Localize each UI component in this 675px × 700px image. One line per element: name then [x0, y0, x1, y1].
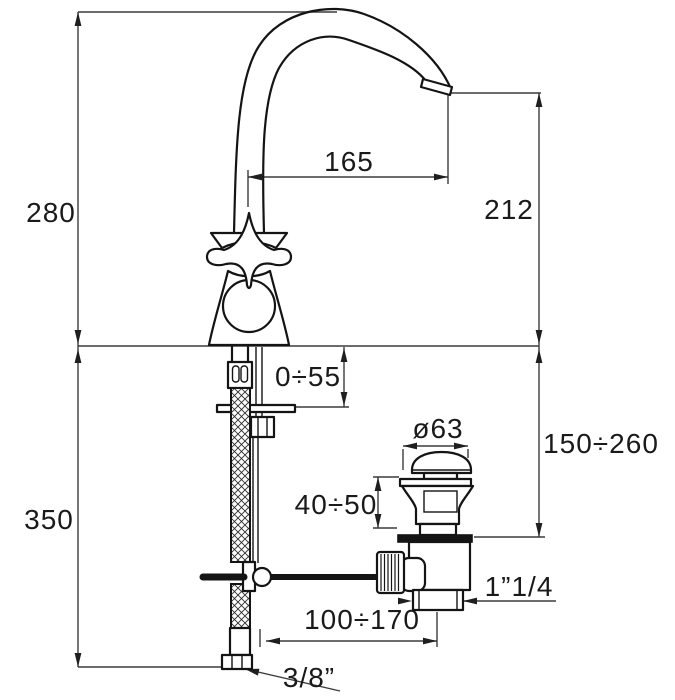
pop-up-rod-vertical — [252, 437, 259, 563]
dim-label-waste-depth: 150÷260 — [543, 428, 659, 459]
mounting-nut — [249, 415, 276, 439]
below-deck-assembly — [199, 345, 378, 671]
dim-spout-outlet-height: 212 — [451, 92, 543, 346]
braided-hose-upper — [230, 387, 251, 563]
dim-label-waste-thread: 1”1/4 — [485, 571, 554, 602]
rod-ball-joint — [251, 566, 273, 588]
dim-mounting-depth: 0÷55 — [275, 347, 349, 408]
waste-neck — [418, 522, 458, 537]
faucet-body — [205, 7, 454, 347]
waste-upper-body — [400, 484, 475, 526]
dim-waste-top-height: 40÷50 — [295, 476, 399, 529]
dim-spout-reach: 165 — [247, 95, 449, 207]
dim-label-waste-top-height: 40÷50 — [295, 489, 378, 520]
dim-label-supply-hose-length: 350 — [24, 504, 74, 535]
dim-rod-reach: 100÷170 — [259, 604, 438, 647]
dim-label-rod-reach: 100÷170 — [304, 604, 420, 635]
dim-label-overall-height: 280 — [26, 197, 76, 228]
dim-waste-thread: 1”1/4 — [398, 571, 556, 605]
waste-push-cap — [410, 450, 473, 475]
spout-outlet — [419, 77, 454, 97]
waste-tailpiece — [411, 588, 465, 612]
hose-bottom-fitting — [228, 626, 252, 657]
dim-waste-diameter: ø63 — [402, 413, 469, 470]
dim-supply-hose-length: 350 — [24, 346, 82, 667]
hose-top-fitting — [226, 360, 254, 390]
dim-waste-depth: 150÷260 — [474, 346, 659, 538]
dim-supply-thread: 3/8” — [244, 662, 341, 693]
dim-label-waste-diameter: ø63 — [412, 413, 463, 444]
cross-handle — [205, 211, 293, 290]
dim-label-spout-outlet-height: 212 — [484, 194, 534, 225]
knurled-knob — [375, 550, 406, 595]
dim-label-mounting-depth: 0÷55 — [275, 361, 341, 392]
faucet-shank — [230, 345, 250, 364]
waste-overflow-window — [423, 490, 458, 513]
spout-outer-curve — [232, 7, 453, 235]
hose-hex-nut — [220, 653, 254, 671]
dim-label-spout-reach: 165 — [324, 146, 374, 177]
dimension-lines: 280 350 165 212 — [24, 11, 659, 693]
dim-label-supply-thread: 3/8” — [283, 662, 335, 693]
mounting-washer — [215, 403, 297, 414]
dim-overall-height: 280 — [26, 12, 82, 346]
pop-up-waste-assembly — [375, 450, 475, 612]
spout-inner-curve — [262, 35, 428, 235]
